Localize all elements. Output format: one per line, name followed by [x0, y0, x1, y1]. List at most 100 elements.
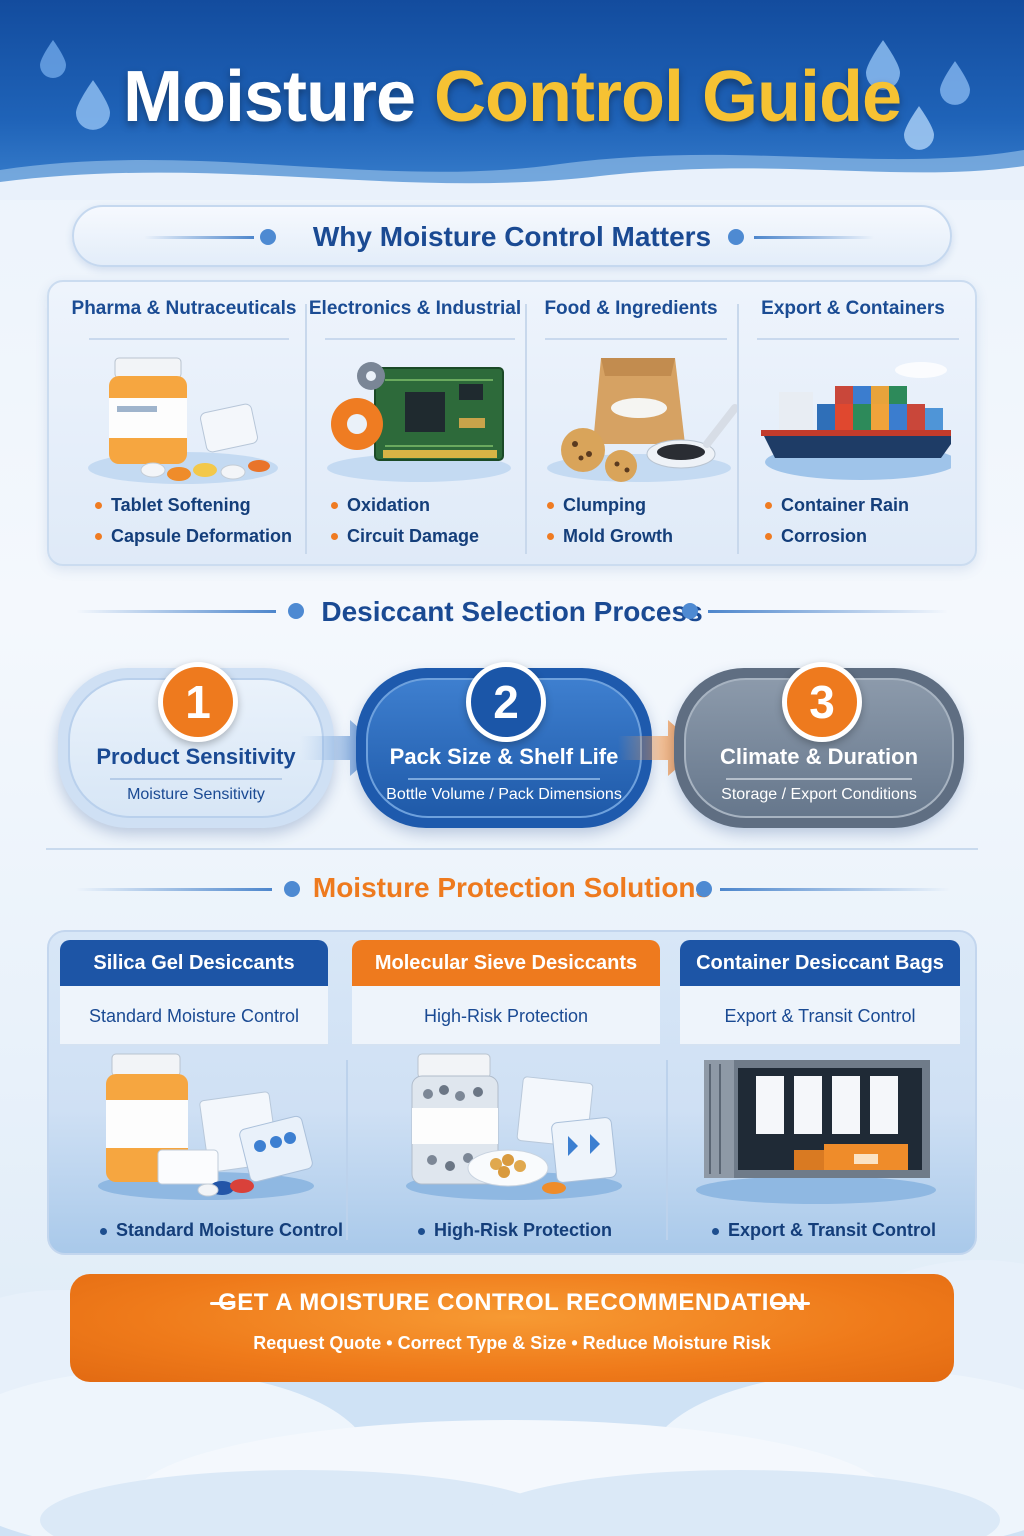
solution-card-container-bags: Container Desiccant Bags Export & Transi… — [680, 940, 960, 1046]
header-banner: Moisture Control Guide — [0, 0, 1024, 200]
step-title: Pack Size & Shelf Life — [389, 744, 619, 769]
solution-subtitle: High-Risk Protection — [352, 986, 660, 1046]
step-subtitle: Bottle Volume / Pack Dimensions — [386, 786, 622, 803]
solution-title: Container Desiccant Bags — [680, 940, 960, 986]
heading-rule — [76, 888, 272, 891]
heading-dot — [288, 603, 304, 619]
step-number-badge: 3 — [782, 662, 862, 742]
step-title: Climate & Duration — [719, 744, 919, 769]
cta-rule — [210, 1302, 234, 1305]
industry-rule — [89, 338, 289, 340]
risk-item: Clumping — [547, 490, 673, 521]
industry-food: Food & Ingredients Clumping Mold Growth — [525, 282, 739, 568]
industry-rule — [757, 338, 959, 340]
column-divider — [525, 304, 527, 554]
process-step-3: 3 Climate & Duration Storage / Export Co… — [674, 662, 964, 828]
food-bag-icon — [547, 358, 739, 482]
industry-title: Electronics & Industrial — [308, 298, 522, 319]
solution-bullet: High-Risk Protection — [418, 1220, 612, 1241]
risk-list: Tablet Softening Capsule Deformation — [95, 490, 292, 552]
solution-subtitle: Standard Moisture Control — [60, 986, 328, 1046]
solution-bullet: Export & Transit Control — [712, 1220, 936, 1241]
water-drop-icon — [904, 106, 934, 150]
step-subtitle: Storage / Export Conditions — [721, 786, 917, 803]
step-card: 1 Product Sensitivity Moisture Sensitivi… — [68, 662, 324, 818]
pill-bottle-icon — [88, 357, 278, 484]
column-divider — [305, 304, 307, 554]
cta-title[interactable]: GET A MOISTURE CONTROL RECOMMENDATION — [218, 1289, 806, 1316]
title-part-1: Moisture — [123, 57, 416, 137]
industries-panel: Pharma & Nutraceuticals Tablet Softening… — [47, 280, 977, 566]
step-number-badge: 2 — [466, 662, 546, 742]
cta-subtitle: Request Quote • Correct Type & Size • Re… — [253, 1333, 771, 1353]
solutions-heading: Moisture Protection Solutions — [312, 872, 712, 903]
step-number-badge: 1 — [158, 662, 238, 742]
solution-title: Molecular Sieve Desiccants — [352, 940, 660, 986]
heading-dot — [682, 603, 698, 619]
section-divider — [46, 848, 978, 850]
cta-banner[interactable] — [70, 1274, 954, 1382]
risk-item: Oxidation — [331, 490, 479, 521]
step-card: 3 Climate & Duration Storage / Export Co… — [684, 662, 954, 818]
heading-rule — [144, 236, 254, 239]
risk-item: Capsule Deformation — [95, 521, 292, 552]
industry-electronics: Electronics & Industrial Oxidation Circu… — [305, 282, 525, 568]
molecular-sieve-bottle-icon — [406, 1053, 622, 1200]
risk-item: Container Rain — [765, 490, 909, 521]
column-divider — [737, 304, 739, 554]
risk-list: Oxidation Circuit Damage — [331, 490, 479, 552]
heading-dot — [728, 229, 744, 245]
heading-rule — [720, 888, 950, 891]
industry-title: Food & Ingredients — [544, 298, 718, 319]
industry-title: Pharma & Nutraceuticals — [71, 298, 297, 319]
solution-card-silica: Silica Gel Desiccants Standard Moisture … — [60, 940, 328, 1046]
industry-pharma: Pharma & Nutraceuticals Tablet Softening… — [69, 282, 299, 568]
risk-list: Container Rain Corrosion — [765, 490, 909, 552]
water-drop-icon — [940, 61, 970, 105]
industry-rule — [545, 338, 727, 340]
step-rule — [110, 778, 282, 780]
circuit-board-icon — [327, 362, 511, 482]
heading-rule — [76, 610, 276, 613]
title-part-2: Control Guide — [434, 57, 902, 137]
process-heading: Desiccant Selection Process — [321, 596, 703, 627]
silica-gel-pack-icon — [98, 1053, 314, 1200]
solution-bullet: Standard Moisture Control — [100, 1220, 343, 1241]
header-wave — [0, 150, 1024, 200]
why-heading: Why Moisture Control Matters — [312, 221, 712, 252]
solution-title: Silica Gel Desiccants — [60, 940, 328, 986]
heading-dot — [284, 881, 300, 897]
industry-title: Export & Containers — [761, 298, 945, 319]
cta-rule — [770, 1302, 810, 1305]
solutions-heading-bar: Moisture Protection Solutions — [0, 866, 1024, 912]
risk-item: Corrosion — [765, 521, 909, 552]
heading-rule — [754, 236, 874, 239]
process-step-1: 1 Product Sensitivity Moisture Sensitivi… — [58, 662, 334, 828]
solution-card-molecular-sieve: Molecular Sieve Desiccants High-Risk Pro… — [352, 940, 660, 1046]
step-card: 2 Pack Size & Shelf Life Bottle Volume /… — [366, 662, 642, 818]
why-heading-pill: Why Moisture Control Matters — [72, 205, 952, 267]
risk-item: Tablet Softening — [95, 490, 292, 521]
step-title: Product Sensitivity — [96, 744, 296, 769]
solution-subtitle: Export & Transit Control — [680, 986, 960, 1046]
container-ship-icon — [761, 362, 951, 480]
heading-dot — [696, 881, 712, 897]
heading-dot — [260, 229, 276, 245]
step-rule — [408, 778, 600, 780]
industry-rule — [325, 338, 515, 340]
industry-export: Export & Containers Container Rain Corro… — [737, 282, 969, 568]
water-drop-icon — [76, 80, 110, 130]
column-divider — [666, 1060, 668, 1240]
water-drop-icon — [866, 40, 900, 90]
risk-list: Clumping Mold Growth — [547, 490, 673, 552]
risk-item: Mold Growth — [547, 521, 673, 552]
heading-rule — [708, 610, 948, 613]
page-title: Moisture Control Guide — [0, 56, 1024, 138]
process-step-2: 2 Pack Size & Shelf Life Bottle Volume /… — [356, 662, 652, 828]
water-drop-icon — [40, 40, 66, 78]
process-heading-bar: Desiccant Selection Process — [0, 590, 1024, 640]
shipping-container-bags-icon — [696, 1060, 936, 1204]
step-subtitle: Moisture Sensitivity — [127, 786, 265, 803]
column-divider — [346, 1060, 348, 1240]
step-rule — [726, 778, 912, 780]
